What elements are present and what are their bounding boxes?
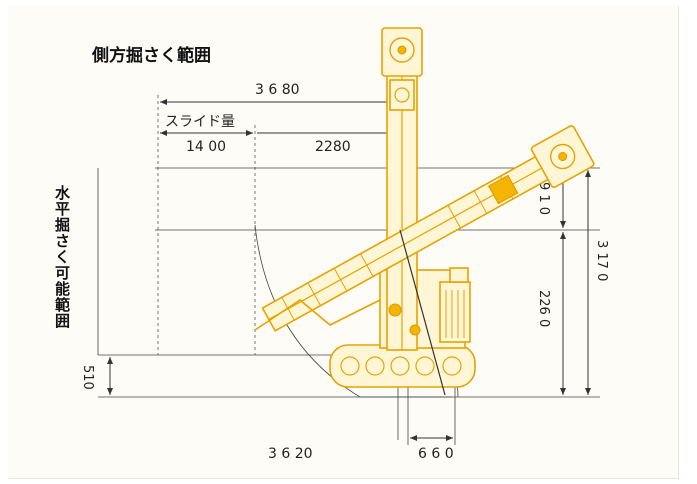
- total-top-dim-label: 3 6 80: [255, 82, 300, 98]
- diagram-title: 側方掘さく範囲: [91, 45, 211, 66]
- arrow-right: [446, 435, 453, 441]
- vertical-label-text: 水平掘さく可能範囲: [53, 184, 71, 329]
- arrow-left: [160, 99, 167, 105]
- total-height-label: 3 17 0: [594, 240, 609, 281]
- arrow-down: [560, 221, 566, 228]
- arrow-up: [107, 357, 113, 364]
- reach-dim-label: 2280: [315, 139, 351, 155]
- arrow-up: [585, 170, 591, 177]
- slide-dim-label: 14 00: [186, 139, 226, 155]
- width-label: 6 6 0: [418, 446, 454, 462]
- arrow-down: [107, 388, 113, 395]
- arrow-up: [560, 232, 566, 239]
- upper-height-label: 9 1 0: [536, 182, 551, 215]
- bottom-offset-label: 510: [80, 365, 95, 390]
- inclination-guide-line: [399, 229, 446, 396]
- horizontal-range-vertical-label: 水平掘さく可能範囲: [53, 184, 71, 329]
- slide-amount-label: スライド量: [165, 114, 235, 130]
- lower-height-label: 226 0: [536, 290, 551, 327]
- boom-link: [254, 299, 381, 331]
- diagram-frame: [8, 6, 679, 479]
- mast-motor: [389, 79, 415, 111]
- crawler-track: [329, 344, 476, 388]
- top-box: [449, 267, 469, 283]
- inclined-mast-motor: [488, 174, 519, 205]
- arrow-down: [560, 388, 566, 395]
- arrow-right: [246, 130, 253, 136]
- drilling-machine-illustration: [254, 27, 595, 388]
- arrow-left: [160, 130, 167, 136]
- arrow-left: [410, 435, 417, 441]
- excavation-curve: [254, 224, 452, 398]
- engine-housing: [439, 281, 471, 343]
- arrow-down: [585, 388, 591, 395]
- total-bottom-label: 3 6 20: [268, 446, 313, 462]
